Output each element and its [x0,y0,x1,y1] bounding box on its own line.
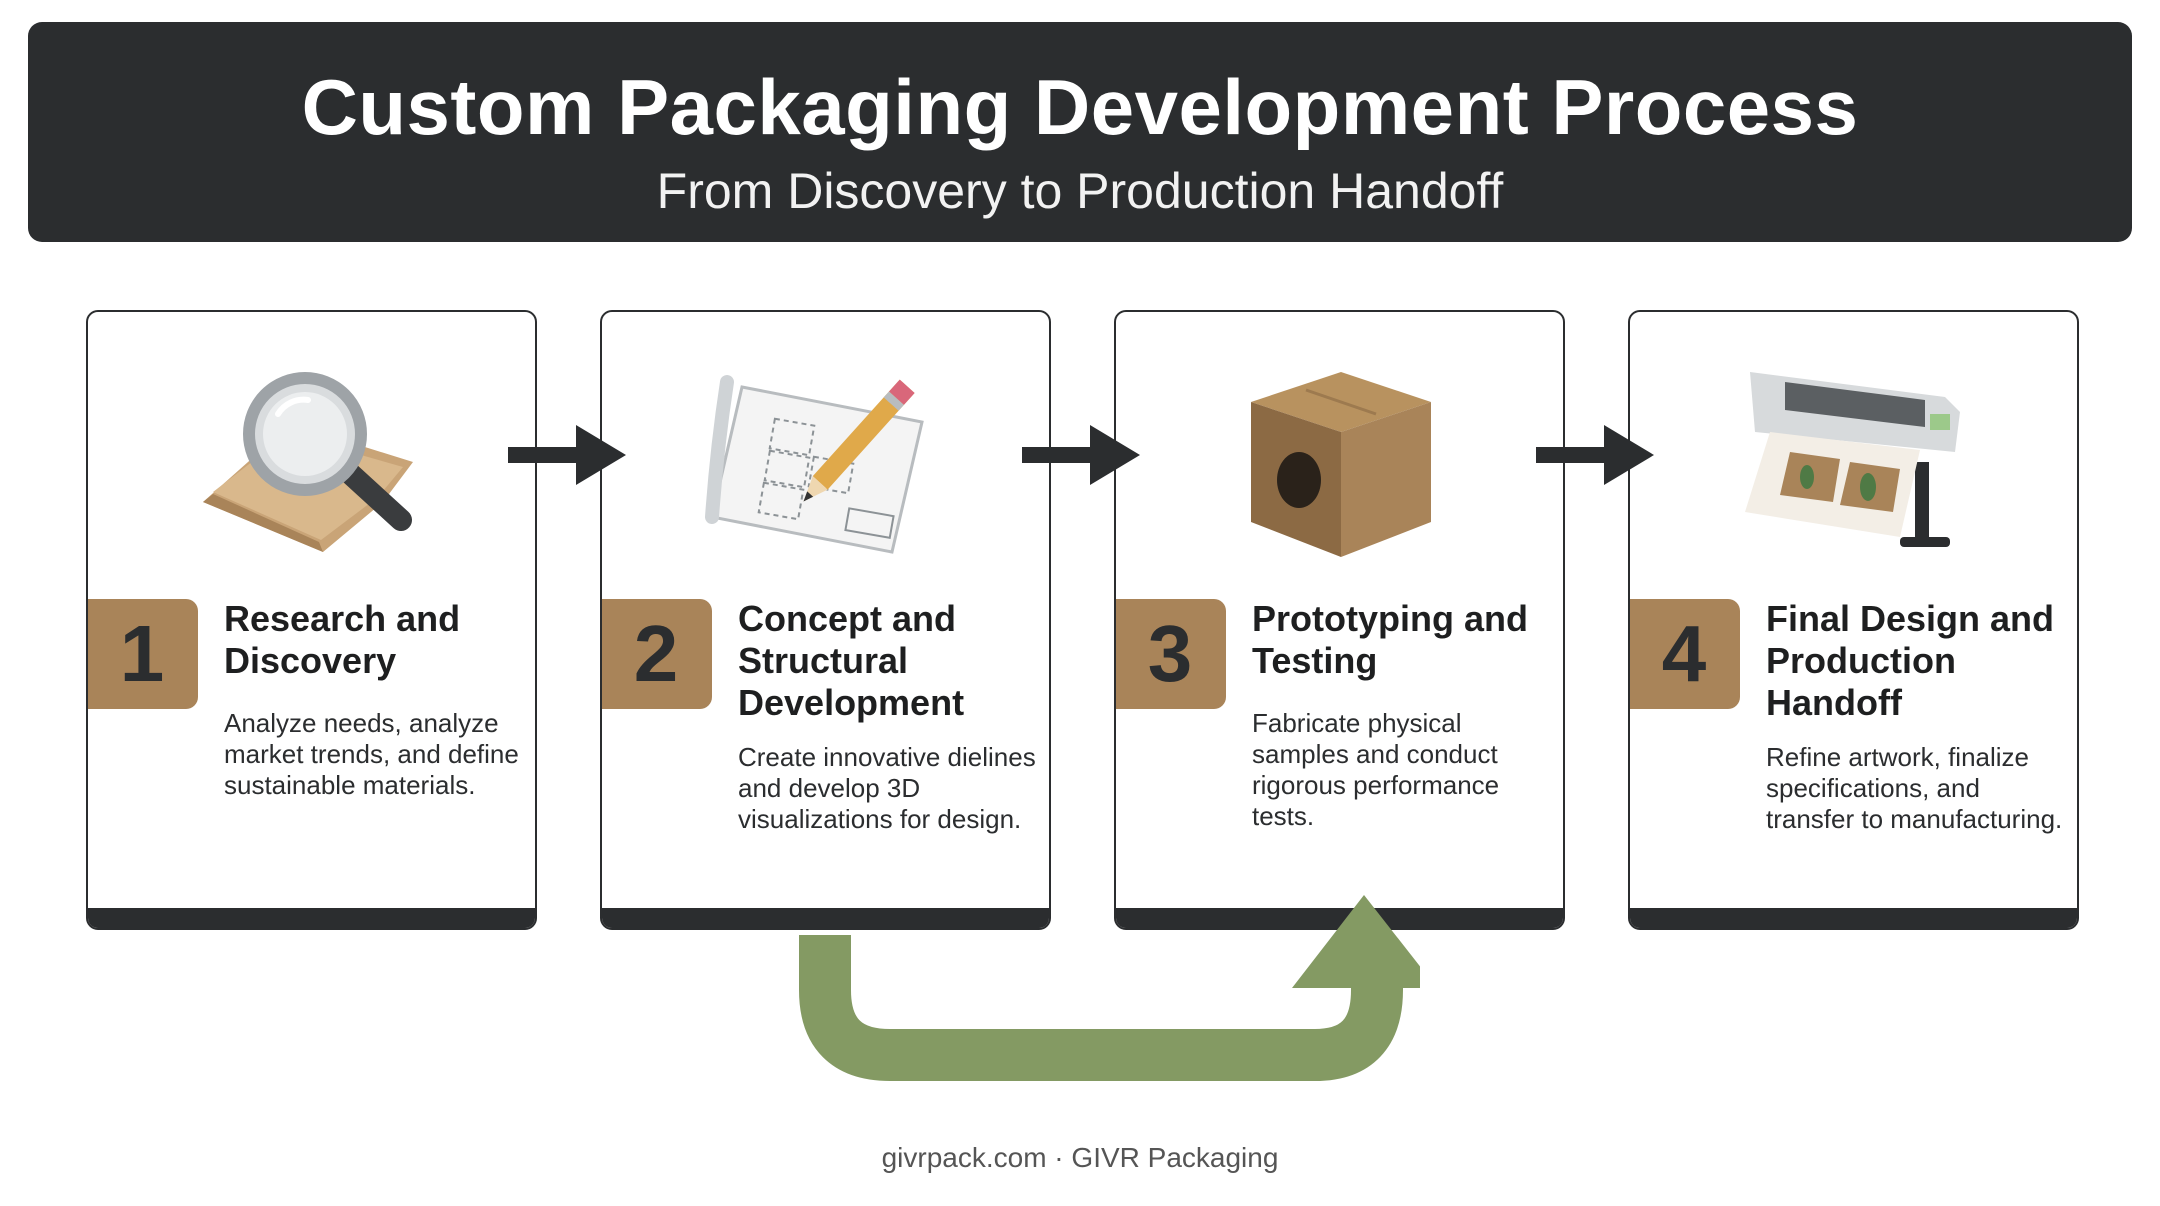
step-title: Prototyping and Testing [1252,598,1528,681]
card-bottom-bar [88,908,535,928]
blueprint-and-pencil-icon [705,375,924,554]
large-format-printer-icon [1745,372,1960,547]
page-subtitle: From Discovery to Production Handoff [656,163,1504,219]
step-title: Concept and Structural Development [738,598,965,723]
right-arrow-icon [508,425,626,485]
step-number: 2 [602,599,712,709]
step-description: Analyze needs, analyze market trends, an… [224,708,519,800]
right-arrow-icon [1022,425,1140,485]
step-card-3: 3 Prototyping and Testing Fabricate phys… [1114,310,1565,930]
step-card-1: 1 Research and Discovery Analyze needs, … [86,310,537,930]
step-description: Create innovative dielines and develop 3… [738,742,1036,834]
card-bottom-bar [1116,908,1563,928]
right-arrow-icon [1536,425,1654,485]
page-title: Custom Packaging Development Process [301,63,1859,151]
footer-credit: givrpack.com · GIVR Packaging [881,1142,1279,1173]
step-number: 4 [1630,599,1740,709]
step-card-2: 2 Concept and Structural Development Cre… [600,310,1051,930]
magnifying-glass-on-kraft-paper-icon [203,372,413,552]
step-card-4: 4 Final Design and Production Handoff Re… [1628,310,2079,930]
cardboard-box-prototype-icon [1251,372,1431,557]
step-title: Research and Discovery [224,598,461,681]
card-bottom-bar [602,908,1049,928]
header-banner: Custom Packaging Development Process Fro… [28,22,2132,242]
step-description: Fabricate physical samples and conduct r… [1252,708,1500,831]
step-number: 3 [1116,599,1226,709]
step-number: 1 [88,599,198,709]
card-bottom-bar [1630,908,2077,928]
step-description: Refine artwork, finalize specifications,… [1766,742,2063,834]
feedback-loop-arrow-icon [799,895,1420,1081]
step-title: Final Design and Production Handoff [1766,598,2055,723]
